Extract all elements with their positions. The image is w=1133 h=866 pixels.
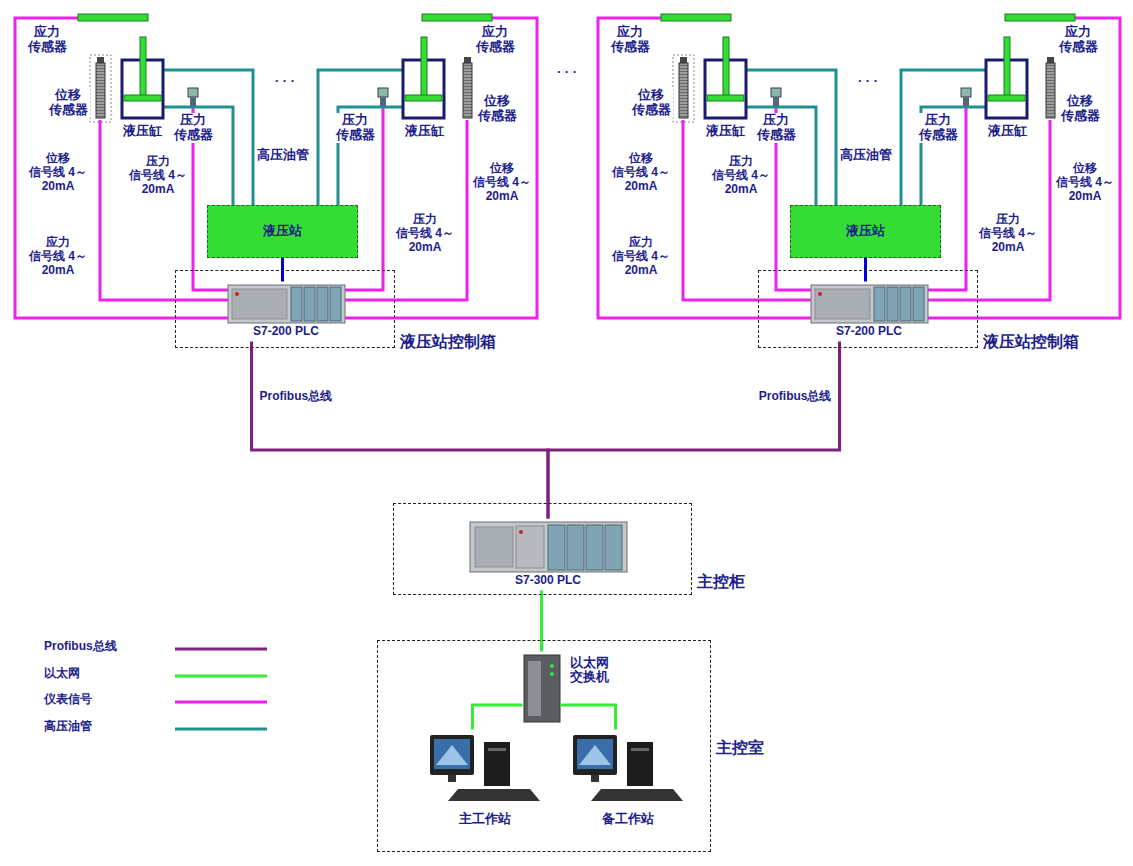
signal-line-label: 位移 信号线 4～20mA	[28, 152, 88, 193]
region-heading: 主控室	[716, 739, 764, 757]
ethernet-link	[540, 591, 543, 652]
control-box: 液压站控制箱S7-200 PLC	[758, 270, 978, 348]
part-label: 液压缸	[122, 124, 163, 139]
main-cabinet: 主控柜S7-300 PLC	[393, 503, 692, 595]
workstation: 主工作站	[425, 730, 545, 830]
signal-line-label: 压力 信号线 4～20mA	[128, 155, 188, 196]
signal-line-label: 应力 信号线 4～20mA	[611, 236, 671, 277]
node-label: S7-300 PLC	[515, 574, 581, 588]
legend-row: Profibus总线	[40, 640, 270, 658]
plc-s7-300: S7-300 PLC	[466, 519, 631, 591]
signal-line-label: 压力 信号线 4～20mA	[978, 213, 1038, 254]
node-label: S7-200 PLC	[253, 325, 319, 339]
plc-module	[548, 525, 565, 570]
sensor-label: 应力 传感器	[608, 25, 652, 55]
legend-line-sample	[175, 697, 267, 707]
part-label: · · ·	[857, 74, 879, 89]
legend-text: 以太网	[44, 667, 80, 681]
plc-module	[586, 525, 603, 570]
region-heading: 液压站控制箱	[983, 333, 1079, 351]
ethernet-link	[561, 705, 616, 730]
plc-module	[605, 525, 622, 570]
backup-workstation-icon	[573, 735, 683, 801]
plc-s7-200: S7-200 PLC	[807, 282, 932, 342]
bus-label: Profibus总线	[757, 390, 834, 404]
plc-s7-200: S7-200 PLC	[224, 282, 349, 342]
plc-cpu	[516, 526, 544, 568]
region-heading: 主控柜	[697, 573, 745, 591]
signal-line-label: 应力 信号线 4～20mA	[28, 236, 88, 277]
sensor-label: 应力 传感器	[473, 25, 517, 55]
legend-row: 以太网	[40, 667, 270, 685]
node-label: S7-200 PLC	[836, 325, 902, 339]
switch-led	[550, 664, 554, 668]
node-label: 液压站	[263, 224, 302, 239]
part-label: · · ·	[274, 74, 296, 89]
switch-panel	[528, 661, 541, 716]
legend-text: 仪表信号	[44, 693, 92, 707]
sensor-label: 应力 传感器	[1056, 25, 1100, 55]
node-label: 以太网 交换机	[569, 656, 612, 686]
legend-line-sample	[175, 644, 267, 654]
legend-row: 仪表信号	[40, 693, 270, 711]
sensor-label: 位移 传感器	[1058, 94, 1102, 124]
legend-text: Profibus总线	[44, 640, 117, 654]
plc-power	[475, 527, 513, 567]
signal-line-label: 压力 信号线 4～20mA	[711, 155, 771, 196]
node-label: 主工作站	[459, 812, 511, 827]
ethernet-link	[473, 705, 523, 730]
profibus-bus	[252, 342, 549, 519]
legend-line	[175, 648, 267, 651]
hydraulic-station: 液压站	[207, 205, 358, 258]
legend-row: 高压油管	[40, 720, 270, 738]
signal-line-label: 压力 信号线 4～20mA	[395, 213, 455, 254]
part-label: 液压缸	[404, 124, 445, 139]
sensor-label: 压力 传感器	[333, 113, 377, 143]
legend-text: 高压油管	[44, 720, 92, 734]
sensor-label: 应力 传感器	[25, 25, 69, 55]
ethernet-switch: 以太网 交换机	[523, 652, 561, 724]
station-group-left	[15, 14, 537, 323]
sensor-label: 压力 传感器	[916, 113, 960, 143]
legend-line	[175, 674, 267, 677]
switch-body	[524, 655, 560, 722]
plc-module	[567, 525, 584, 570]
node-label: 液压站	[846, 224, 885, 239]
signal-line-label: 位移 信号线 4～20mA	[472, 162, 532, 203]
hydraulic-station: 液压站	[790, 205, 941, 258]
part-label: · · ·	[556, 65, 578, 80]
node-label: 备工作站	[602, 812, 654, 827]
sensor-label: 位移 传感器	[475, 94, 519, 124]
part-label: 高压油管	[256, 148, 310, 163]
legend-line	[175, 701, 267, 704]
sensor-label: 压力 传感器	[171, 113, 215, 143]
region-heading: 液压站控制箱	[400, 333, 496, 351]
switch-led	[550, 672, 554, 676]
part-label: 液压缸	[987, 124, 1028, 139]
plc-body	[470, 522, 627, 572]
sensor-label: 位移 传感器	[46, 88, 90, 118]
workstation: 备工作站	[568, 730, 688, 830]
control-box: 液压站控制箱S7-200 PLC	[175, 270, 395, 348]
station-group-right	[598, 14, 1120, 323]
control-room: 主控室以太网 交换机主工作站备工作站	[377, 640, 711, 852]
part-label: 高压油管	[839, 148, 893, 163]
legend-line-sample	[175, 671, 267, 681]
profibus-bus	[548, 342, 840, 519]
part-label: 液压缸	[705, 124, 746, 139]
bus-label: Profibus总线	[258, 390, 335, 404]
signal-line-label: 位移 信号线 4～20mA	[1055, 162, 1115, 203]
plc-led	[519, 530, 523, 534]
signal-line-label: 位移 信号线 4～20mA	[611, 152, 671, 193]
legend-line	[175, 727, 267, 730]
sensor-label: 位移 传感器	[629, 88, 673, 118]
main-workstation-icon	[430, 735, 540, 801]
legend-line-sample	[175, 724, 267, 734]
sensor-label: 压力 传感器	[754, 113, 798, 143]
